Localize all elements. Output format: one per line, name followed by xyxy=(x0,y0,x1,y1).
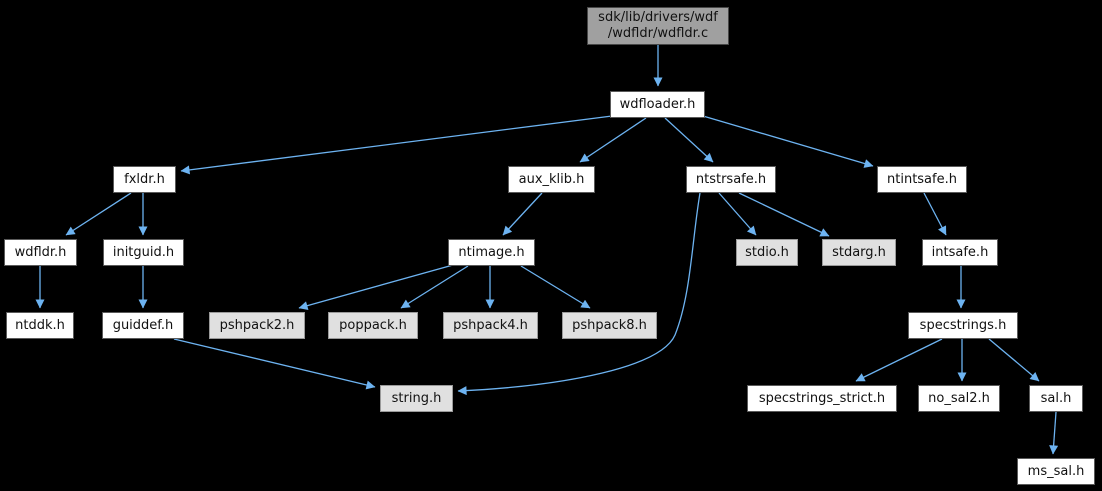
edge-ntstrsafe-h-to-string-h xyxy=(457,192,701,396)
node-guiddef-h[interactable]: guiddef.h xyxy=(102,312,184,339)
node-initguid-h[interactable]: initguid.h xyxy=(103,239,184,266)
node-pshpack2-h: pshpack2.h xyxy=(209,312,305,339)
node-no-sal2-h[interactable]: no_sal2.h xyxy=(918,385,1000,412)
node-pshpack8-h: pshpack8.h xyxy=(562,312,657,339)
node-poppack-h: poppack.h xyxy=(328,312,418,339)
node-ms-sal-h[interactable]: ms_sal.h xyxy=(1017,458,1095,485)
node-specstrings-h[interactable]: specstrings.h xyxy=(908,312,1018,339)
edge-specstrings-h-to-specstrings-strict-h xyxy=(855,338,943,382)
node-stdio-h: stdio.h xyxy=(736,239,798,266)
node-stdarg-h: stdarg.h xyxy=(822,239,896,266)
node-wdfloader-h[interactable]: wdfloader.h xyxy=(610,91,705,118)
edge-ntimage-h-to-pshpack8-h xyxy=(520,265,591,309)
edge-specstrings-h-to-sal-h xyxy=(988,338,1040,382)
edge-ntimage-h-to-poppack-h xyxy=(400,265,469,309)
edge-sal-h-to-ms-sal-h xyxy=(1049,411,1059,455)
node-fxldr-h[interactable]: fxldr.h xyxy=(113,166,176,193)
node-wdfldr-h[interactable]: wdfldr.h xyxy=(4,239,77,266)
edge-wdfloader-h-to-aux-klib-h xyxy=(579,117,647,163)
node-sal-h[interactable]: sal.h xyxy=(1029,385,1083,412)
node-aux-klib-h[interactable]: aux_klib.h xyxy=(508,166,595,193)
node-ntstrsafe-h[interactable]: ntstrsafe.h xyxy=(686,166,776,193)
node-ntddk-h[interactable]: ntddk.h xyxy=(6,312,74,339)
node-wdfldr-c: sdk/lib/drivers/wdf /wdfldr/wdfldr.c xyxy=(587,7,729,45)
edge-ntintsafe-h-to-intsafe-h xyxy=(923,192,947,236)
node-specstrings-strict-h[interactable]: specstrings_strict.h xyxy=(747,385,897,412)
node-string-h: string.h xyxy=(380,385,453,412)
edge-ntimage-h-to-pshpack2-h xyxy=(298,264,454,311)
node-intsafe-h[interactable]: intsafe.h xyxy=(922,239,998,266)
edge-wdfloader-h-to-fxldr-h xyxy=(180,115,613,175)
edge-guiddef-h-to-string-h xyxy=(173,338,376,390)
edge-aux-klib-h-to-ntimage-h xyxy=(502,192,543,236)
node-pshpack4-h: pshpack4.h xyxy=(443,312,538,339)
edge-wdfloader-h-to-ntstrsafe-h xyxy=(664,117,714,163)
edge-wdfloader-h-to-ntintsafe-h xyxy=(702,115,874,168)
edge-ntstrsafe-h-to-stdarg-h xyxy=(738,192,830,237)
edge-fxldr-h-to-wdfldr-h xyxy=(65,192,132,236)
node-ntimage-h[interactable]: ntimage.h xyxy=(448,239,535,266)
node-ntintsafe-h[interactable]: ntintsafe.h xyxy=(877,166,967,193)
edge-ntstrsafe-h-to-stdio-h xyxy=(718,192,757,236)
